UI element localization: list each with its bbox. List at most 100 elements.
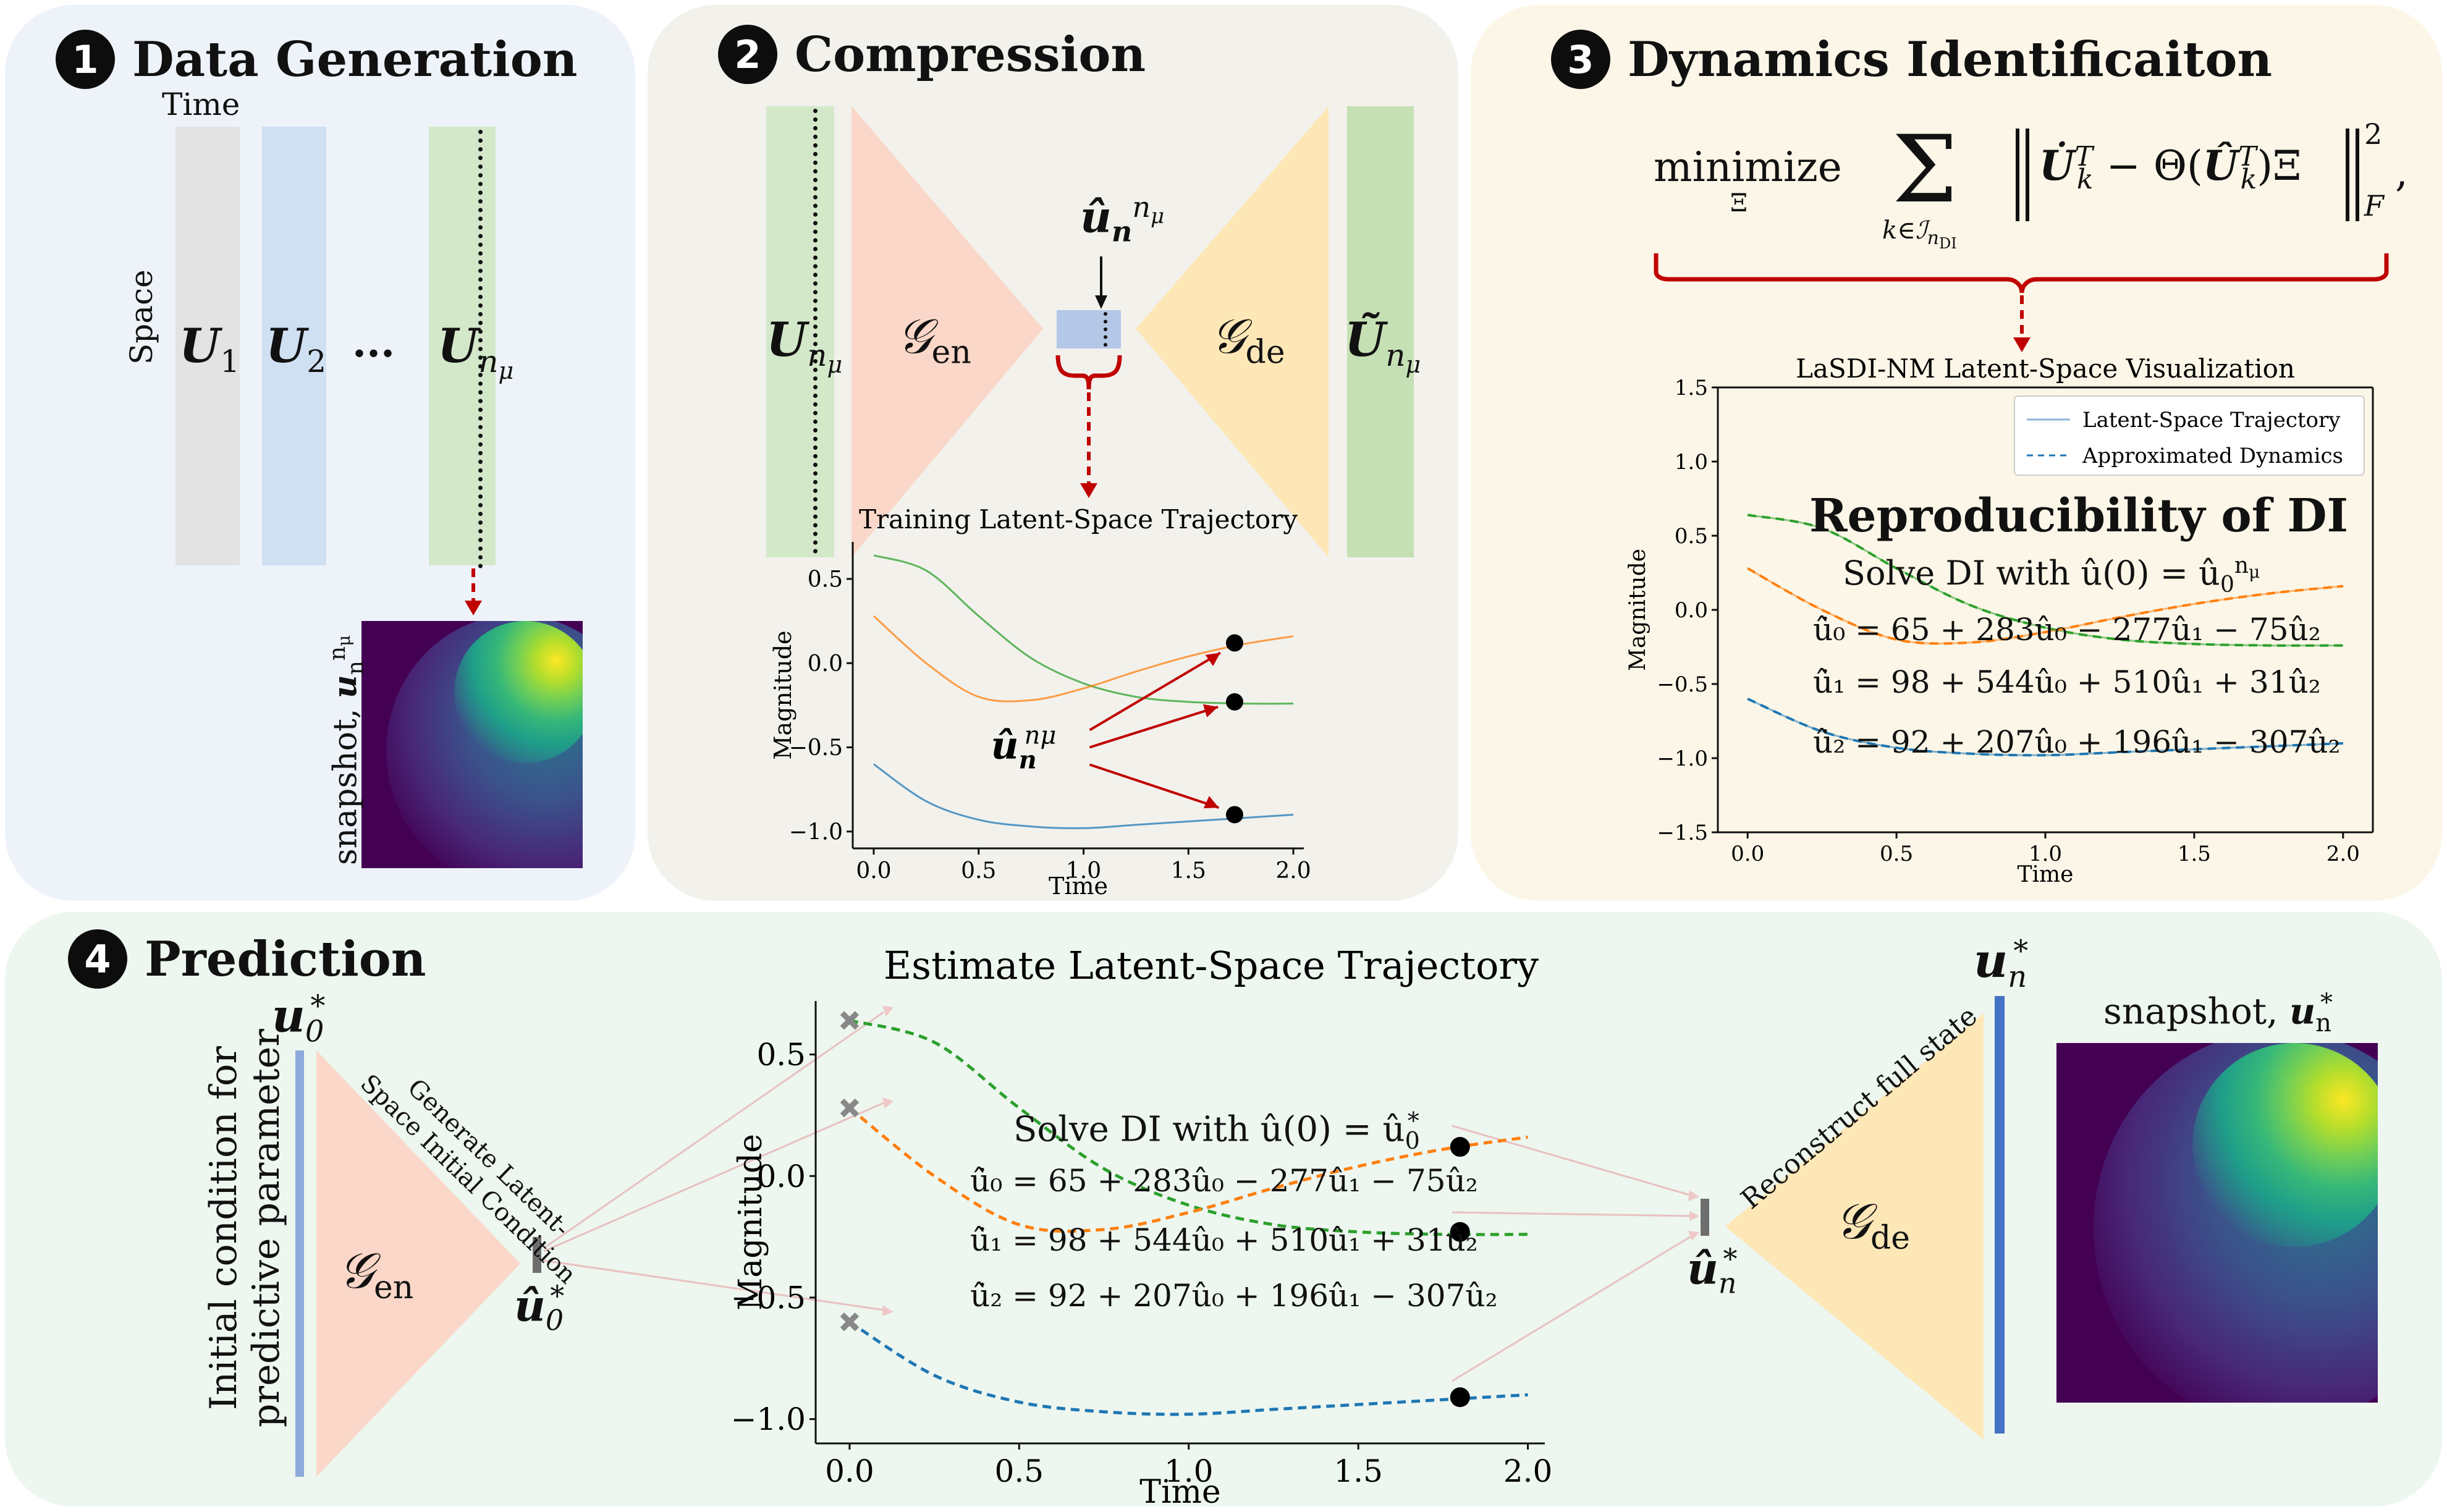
snapshot-image-2 [2056,1043,2378,1403]
latent-dotted-line [1104,312,1107,347]
x-axis-label: Time [2018,862,2074,887]
prediction-equation-0: û̇₀ = 65 + 283û₀ − 277û₁ − 75û₂ [970,1163,1478,1199]
x-tick-label: 0.0 [856,858,891,884]
y-tick-label: 1.0 [1675,450,1708,475]
panel1-title: Data Generation [132,31,578,88]
panel2-header: 2 Compression [718,25,1146,84]
un-label: Unμ [437,318,514,385]
x-tick-label: 2.0 [2327,842,2360,866]
y-tick-label: 0.0 [1675,598,1708,623]
x-tick-label: 0.5 [961,858,996,884]
trajectory-marker [1225,806,1243,824]
x-tick-label: 1.5 [2178,842,2211,866]
initial-condition-bar [295,1050,304,1477]
panel4-title: Prediction [145,931,426,987]
start-marker [840,1098,860,1118]
series-dashed-0 [1747,513,2343,647]
reproducibility-solve: Solve DI with û(0) = û0nμ [1843,553,2260,598]
decoder-triangle [1136,106,1329,557]
marker-arrowhead [1205,653,1220,666]
prediction-decoder-triangle [1725,1013,1984,1440]
series-dashed-2 [848,1320,1528,1416]
x-tick-label: 0.0 [1731,842,1764,866]
reconstructed-state-bar [1995,996,2005,1434]
step-number-badge: 3 [1551,30,1610,89]
legend-item: Latent-Space Trajectory [2082,408,2341,433]
y-tick-label: 1.5 [1675,376,1708,400]
trajectory-marker [1225,634,1243,652]
marker-arrowhead [1202,704,1219,717]
latent-label: ûnnμ [1080,190,1165,248]
step-number-badge: 4 [68,929,127,989]
start-marker [840,1011,860,1030]
x-axis-label: Time [1049,872,1108,899]
legend-item: Approximated Dynamics [2082,444,2343,468]
minimize-label: minimize [1654,143,1842,191]
norm-bar-left [2016,129,2029,221]
y-tick-label: 0.5 [808,567,843,593]
x-tick-label: 0.5 [1880,842,1913,866]
objective-comma: , [2395,148,2408,196]
latent-brace [1055,355,1122,390]
y-tick-label: −1.5 [1657,821,1708,845]
marker-arrow [1089,706,1219,749]
reconstructed-state-label: un* [1974,933,2029,995]
input-column [766,106,834,557]
snapshot-label-2: snapshot, un* [2103,989,2333,1037]
panel2-title: Compression [795,26,1146,83]
end-marker [1450,1387,1470,1408]
prediction-encoder-label: 𝒢en [339,1242,414,1306]
y-axis-label: Magnitude [1625,549,1650,671]
step-number-badge: 1 [56,30,115,89]
time-label: Time [162,87,240,122]
end-marker [1450,1137,1470,1157]
u1-label: U1 [179,318,240,380]
panel4-header: 4 Prediction [68,929,426,989]
start-marker [840,1312,860,1332]
snapshot-image-1 [361,621,583,868]
legend-box [2014,395,2365,476]
x-tick-label: 1.0 [2029,842,2062,866]
x-tick-label: 1.5 [1171,858,1206,884]
panel3-header: 3 Dynamics Identificaiton [1551,30,2272,89]
panel3-title: Dynamics Identificaiton [1628,31,2273,88]
xi-label: Ξ [1730,189,1748,218]
latent-ic-marker [533,1237,541,1273]
series-dashed-1 [848,1107,1528,1233]
reproducibility-title: Reproducibility of DI [1809,489,2349,543]
sum-subscript: k∈ℐnDI [1882,216,1957,252]
u2-label: U2 [266,318,327,380]
y-tick-label: 0.5 [756,1037,806,1073]
matrix-column-2 [262,127,326,565]
initial-condition-label: u0* [272,989,326,1049]
x-tick-label: 0.0 [825,1453,874,1489]
y-tick-label: −1.0 [731,1401,806,1437]
x-tick-label: 0.5 [995,1453,1044,1489]
latent-annotation: ûnnμ [991,721,1056,774]
latent-final-label: ûn* [1687,1242,1738,1300]
panel1-header: 1 Data Generation [56,30,578,89]
y-tick-label: −0.5 [789,735,843,761]
equation-0: û̇₀ = 65 + 283û₀ − 277û₁ − 75û₂ [1813,612,2321,648]
objective-expression: U̇Tk − Θ(ÛTk)Ξ [2039,141,2302,196]
series-line-0 [873,554,1294,705]
prediction-equation-1: û̇₁ = 98 + 544û₀ + 510û₁ + 31û₂ [970,1222,1478,1258]
chart-title: LaSDI-NM Latent-Space Visualization [1796,353,2295,384]
norm-exponent: 2 [2364,117,2383,151]
chart-title: Training Latent-Space Trajectory [859,504,1298,534]
training-trajectory-chart: Training Latent-Space Trajectory 0.0 0.5 1.… [769,504,1311,899]
prediction-equation-2: û̇₂ = 92 + 207û₀ + 196û₁ − 307û₂ [970,1278,1498,1314]
prediction-encoder-triangle [316,1050,520,1477]
x-tick-label: 1.5 [1333,1453,1383,1489]
y-tick-label: 0.0 [756,1159,806,1194]
latent-ic-label: û0* [514,1279,565,1337]
series-line-1 [873,615,1294,703]
ellipsis-label: ... [352,318,395,366]
x-tick-label: 2.0 [1275,858,1311,884]
x-tick-label: 1.0 [1066,858,1101,884]
y-tick-label: −0.5 [731,1280,806,1316]
marker-arrow [1089,651,1221,732]
series-dashed-2 [1747,698,2343,757]
